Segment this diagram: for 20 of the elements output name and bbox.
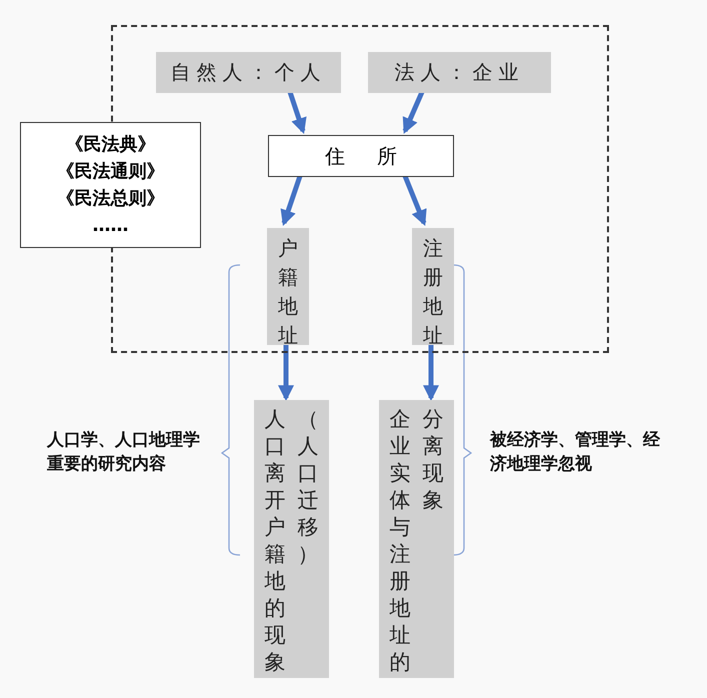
arrow — [423, 344, 439, 402]
arrow — [278, 344, 294, 402]
book-title: …… — [92, 214, 128, 238]
category-box: 法人：企业 — [368, 52, 551, 93]
arrow — [280, 175, 302, 226]
address-box: 户籍地址 — [267, 228, 309, 345]
law-list-box — [20, 122, 201, 248]
phenomenon-box: 人口离开户籍地的现象（人口迁移） — [254, 400, 329, 678]
book-title: 《民法通则》 — [56, 160, 164, 184]
arrow — [402, 175, 427, 226]
phenomenon-box: 企业实体与注册地址的分离现象 — [379, 400, 454, 678]
arrow — [402, 91, 424, 134]
concept-box: 住 所 — [268, 135, 454, 177]
side-note: 被经济学、管理学、经济地理学忽视 — [490, 429, 661, 476]
side-note: 人口学、人口地理学重要的研究内容 — [47, 429, 201, 476]
book-title: 《民法总则》 — [56, 187, 164, 211]
arrow — [288, 91, 307, 134]
book-title: 《民法典》 — [66, 133, 156, 157]
category-box: 自然人：个人 — [156, 52, 341, 93]
address-box: 注册地址 — [412, 228, 454, 345]
